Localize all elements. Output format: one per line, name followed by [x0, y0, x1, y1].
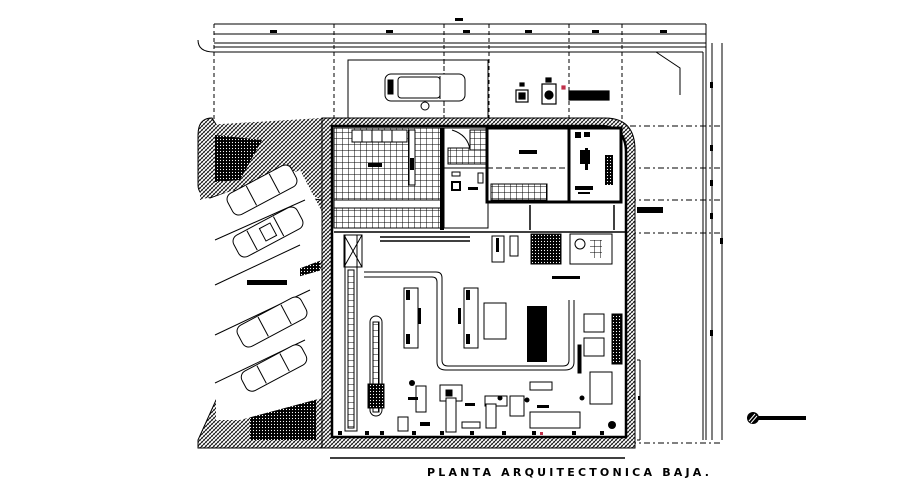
tiled-hall [333, 127, 445, 229]
assembly-loop-track [364, 271, 575, 371]
stairs [443, 127, 487, 169]
drawing-title: PLANTA ARQUITECTONICA BAJA. [427, 466, 713, 479]
annotation-label-block [637, 207, 663, 213]
tree-cluster-icon [215, 135, 262, 182]
conveyor-track [343, 234, 385, 432]
north-arrow-icon [747, 412, 806, 424]
meter-equipment-icons [515, 77, 610, 105]
parking-label-block [247, 280, 287, 285]
parked-cars [226, 164, 308, 392]
machinery-row [397, 381, 581, 433]
garden-room [567, 126, 623, 204]
car-icon [384, 73, 466, 111]
machine-block [527, 306, 547, 362]
